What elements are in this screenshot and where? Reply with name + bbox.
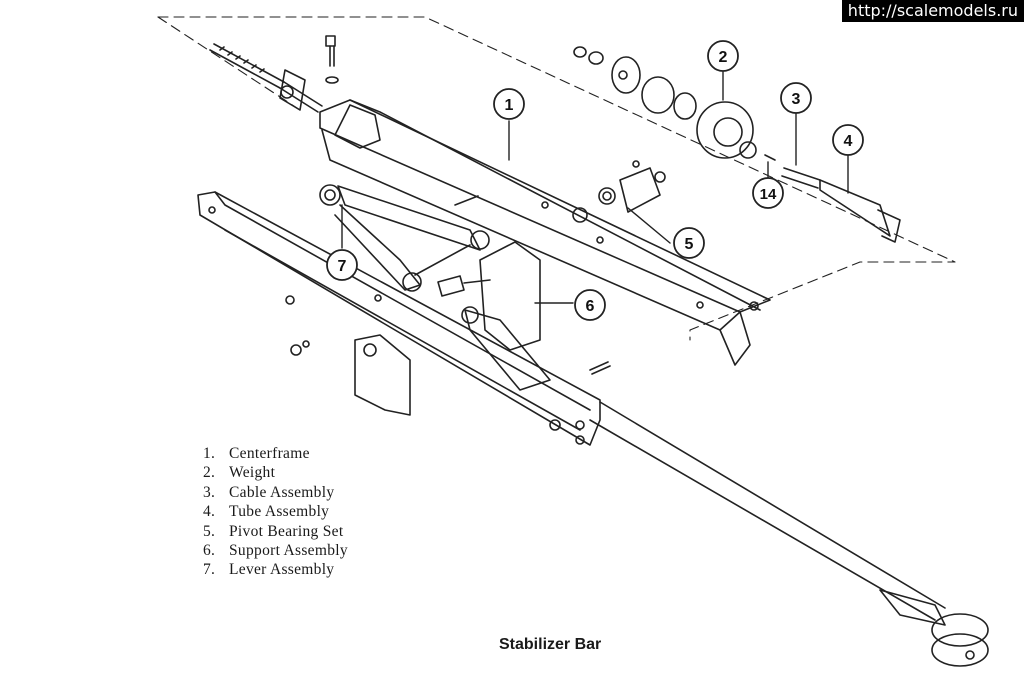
legend-item: 3. Cable Assembly xyxy=(203,483,348,502)
pivot-bearing-set xyxy=(598,160,666,213)
svg-text:3: 3 xyxy=(792,91,801,108)
callout-5: 5 xyxy=(673,227,705,259)
weight-parts xyxy=(573,46,776,161)
threaded-rod xyxy=(209,43,323,113)
callout-4: 4 xyxy=(832,124,864,156)
legend-item: 6. Support Assembly xyxy=(203,541,348,560)
callout-2: 2 xyxy=(707,40,739,72)
legend-label: Support Assembly xyxy=(229,542,348,560)
svg-text:7: 7 xyxy=(338,258,347,275)
hardware xyxy=(290,195,759,375)
legend-number: 4. xyxy=(203,503,216,521)
support-assembly xyxy=(437,241,551,391)
legend-item: 1. Centerframe xyxy=(203,444,348,463)
callouts: 1 2 3 4 5 6 7 14 xyxy=(326,40,864,321)
legend-item: 7. Lever Assembly xyxy=(203,560,348,579)
legend-number: 3. xyxy=(203,483,216,501)
cable-tube xyxy=(781,167,901,243)
top-bolt xyxy=(325,35,339,84)
centerframe xyxy=(319,99,771,366)
callout-leaders xyxy=(341,71,849,304)
legend-number: 6. xyxy=(203,542,216,560)
svg-text:2: 2 xyxy=(719,49,728,66)
svg-text:14: 14 xyxy=(760,186,777,203)
callout-1: 1 xyxy=(493,88,525,120)
legend-label: Tube Assembly xyxy=(229,503,330,521)
legend-number: 7. xyxy=(203,561,216,579)
legend-label: Pivot Bearing Set xyxy=(229,522,344,540)
callout-7: 7 xyxy=(326,249,358,281)
legend-item: 5. Pivot Bearing Set xyxy=(203,522,348,541)
legend-number: 2. xyxy=(203,464,216,482)
callout-14: 14 xyxy=(752,177,784,209)
reference-plane-left xyxy=(157,16,301,111)
tube-rod xyxy=(589,401,989,667)
diagram-caption: Stabilizer Bar xyxy=(499,636,602,653)
callout-6: 6 xyxy=(574,289,606,321)
legend-item: 2. Weight xyxy=(203,463,348,482)
legend-label: Cable Assembly xyxy=(229,483,335,501)
reference-plane xyxy=(157,16,956,341)
lever-assembly xyxy=(319,184,490,292)
callout-3: 3 xyxy=(780,82,812,114)
legend-number: 1. xyxy=(203,445,216,462)
lower-arm xyxy=(197,191,601,446)
legend-item: 4. Tube Assembly xyxy=(203,502,348,521)
parts-legend: 1.Centerframe 2.Weight 3.Cable Assembly … xyxy=(203,444,348,580)
legend-label: Centerframe xyxy=(229,445,310,462)
svg-text:5: 5 xyxy=(685,236,694,253)
svg-text:4: 4 xyxy=(844,133,853,150)
svg-text:6: 6 xyxy=(586,298,595,315)
lower-bracket xyxy=(354,334,411,416)
legend-number: 5. xyxy=(203,522,216,540)
watermark-link[interactable]: http://scalemodels.ru xyxy=(841,0,1024,22)
legend-label: Lever Assembly xyxy=(229,561,335,579)
svg-text:1: 1 xyxy=(505,97,514,114)
legend-label: Weight xyxy=(229,464,276,482)
